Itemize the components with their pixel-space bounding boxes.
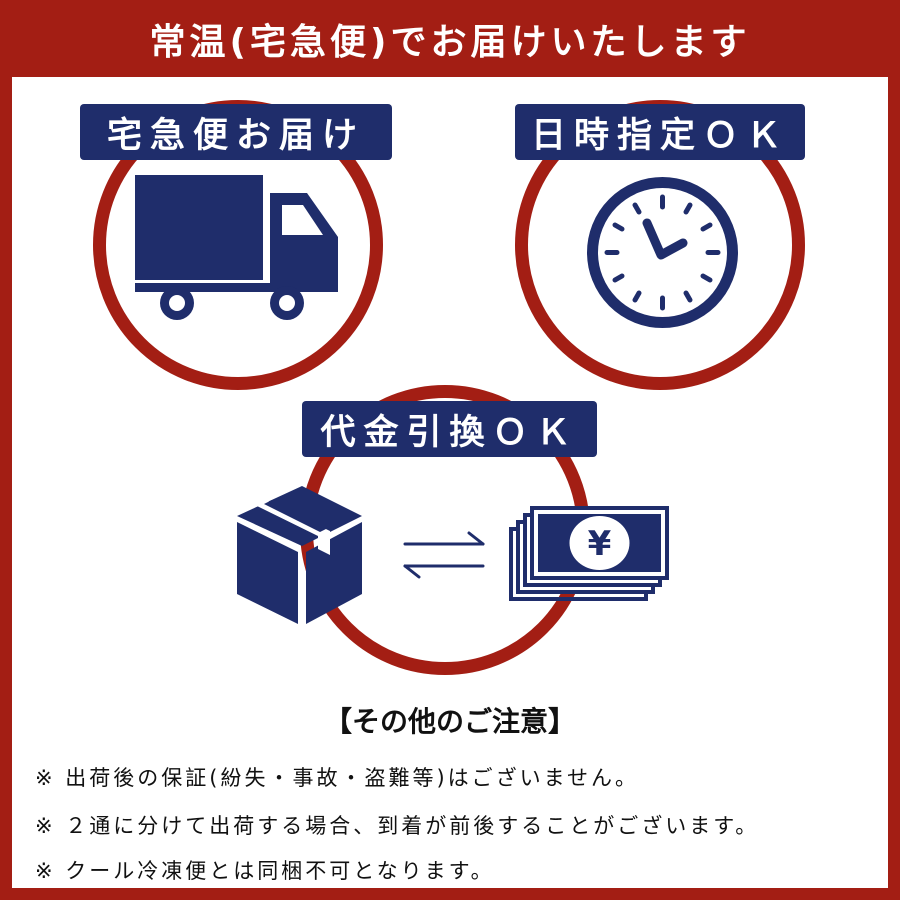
yen-banknotes-icon: ¥: [509, 506, 669, 601]
note-mark: ※: [35, 814, 56, 838]
notes-title: 【その他のご注意】: [323, 705, 576, 738]
note-text: ２通に分けて出荷する場合、到着が前後することがございます。: [65, 814, 760, 838]
note-mark: ※: [35, 766, 56, 790]
cod-badge-label: 代金引換ＯＫ: [320, 412, 579, 453]
delivery-badge-label: 宅急便お届け: [106, 115, 365, 156]
truck-icon: [135, 175, 338, 320]
note-mark: ※: [35, 859, 56, 883]
note-text: クール冷凍便とは同梱不可となります。: [65, 859, 495, 883]
exchange-arrows-icon: [403, 531, 485, 579]
time-badge: 日時指定ＯＫ: [515, 104, 805, 160]
package-box-icon: [237, 486, 362, 624]
clock-icon: [587, 177, 738, 328]
header-banner: 常温(宅急便)でお届けいたします: [0, 0, 900, 77]
note-item: ※ 出荷後の保証(紛失・事故・盗難等)はございません。: [35, 762, 639, 792]
note-item: ※ クール冷凍便とは同梱不可となります。: [35, 855, 495, 885]
svg-text:¥: ¥: [588, 524, 612, 564]
time-badge-label: 日時指定ＯＫ: [530, 115, 789, 156]
header-title: 常温(宅急便)でお届けいたします: [149, 21, 751, 63]
delivery-badge: 宅急便お届け: [80, 104, 392, 160]
cod-badge: 代金引換ＯＫ: [302, 401, 597, 457]
note-text: 出荷後の保証(紛失・事故・盗難等)はございません。: [65, 766, 640, 790]
note-item: ※ ２通に分けて出荷する場合、到着が前後することがございます。: [35, 810, 759, 840]
